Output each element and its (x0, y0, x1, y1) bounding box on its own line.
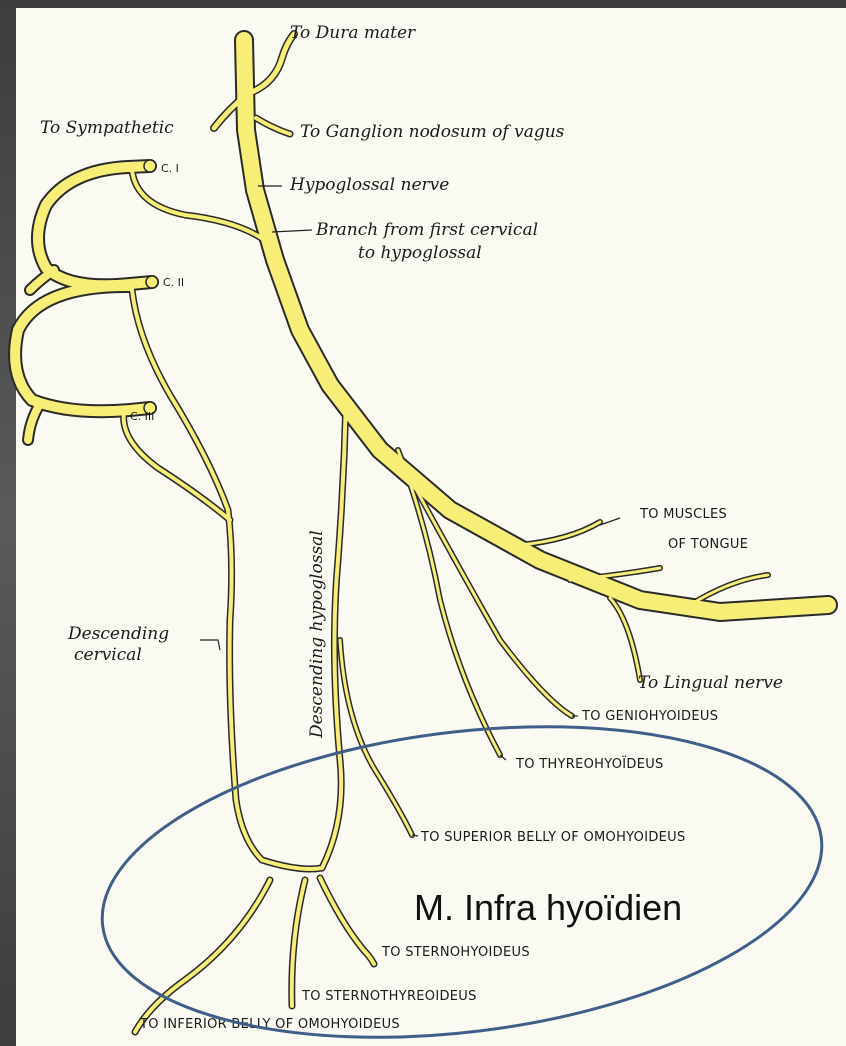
label-descending-hypoglossal: Descending hypoglossal (307, 530, 327, 739)
label-geniohyoideus: TO GENIOHYOIDEUS (581, 709, 718, 724)
label-muscles-tongue-1: TO MUSCLES (639, 507, 727, 522)
label-superior-belly: TO SUPERIOR BELLY OF OMOHYOIDEUS (420, 830, 686, 845)
label-c2: C. II (163, 276, 184, 289)
label-sternohyoideus: TO STERNOHYOIDEUS (381, 945, 530, 960)
label-branch-first-cervical: Branch from first cervical (315, 220, 538, 240)
label-sternothyreoideus: TO STERNOTHYREOIDEUS (301, 989, 477, 1004)
label-to-hypoglossal: to hypoglossal (358, 243, 482, 263)
label-c3: C. III (130, 410, 154, 423)
label-hypoglossal-nerve: Hypoglossal nerve (289, 175, 449, 195)
label-thyreohyoideus: TO THYREOHYOÏDEUS (515, 756, 664, 772)
label-c1: C. I (161, 162, 179, 175)
label-dura-mater: To Dura mater (290, 23, 416, 43)
label-muscles-tongue-2: OF TONGUE (668, 537, 748, 552)
label-descending-cervical-1: Descending (67, 624, 169, 644)
label-lingual-nerve: To Lingual nerve (638, 673, 783, 693)
label-ganglion-nodosum: To Ganglion nodosum of vagus (300, 122, 565, 142)
annotation-label: M. Infra hyoïdien (414, 887, 682, 928)
label-sympathetic: To Sympathetic (40, 118, 174, 138)
label-descending-cervical-2: cervical (74, 645, 142, 665)
